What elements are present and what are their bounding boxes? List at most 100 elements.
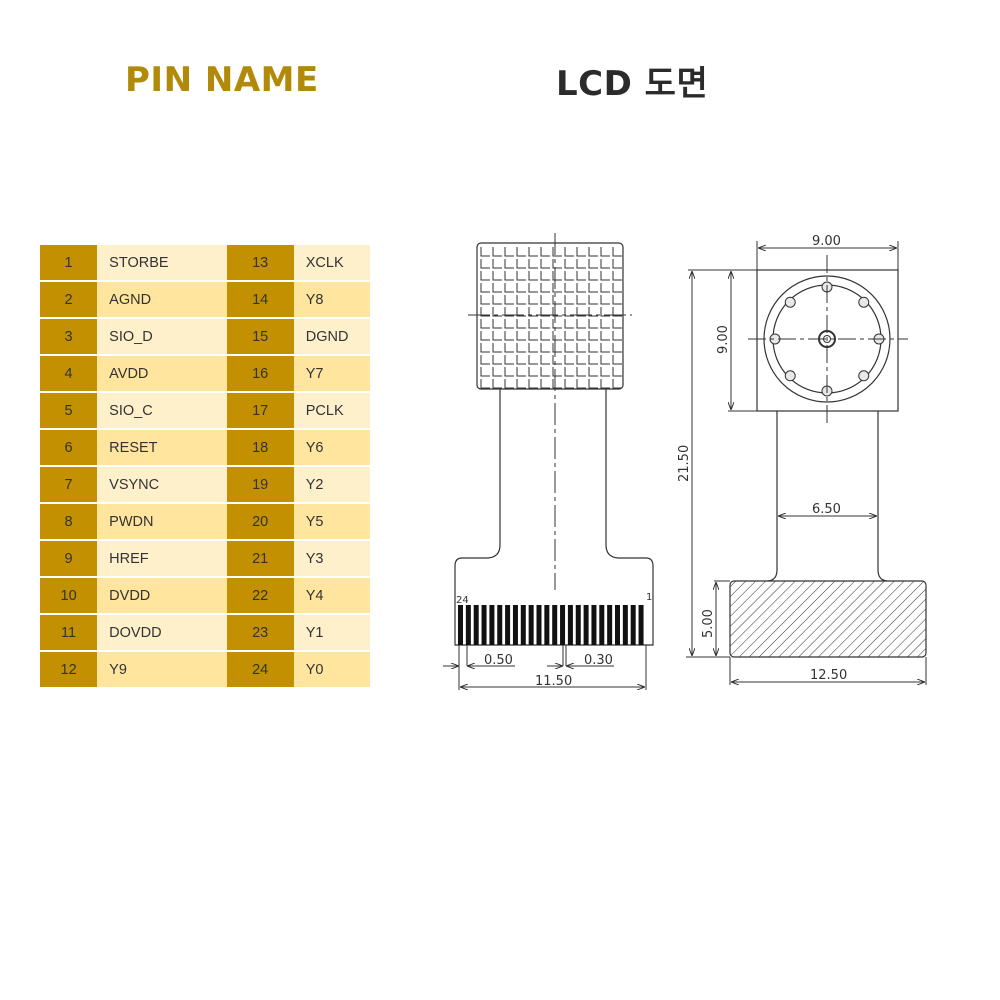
sensor-cell [564, 307, 574, 317]
sensor-cell [528, 355, 538, 365]
sensor-cell [480, 379, 490, 389]
side-view: 9.00 9.00 21.50 6.50 5.00 12.50 [677, 234, 927, 685]
connector-pin [489, 605, 495, 645]
sensor-cell [612, 283, 622, 293]
sensor-cell [504, 283, 514, 293]
connector-pin [599, 605, 605, 645]
pin-name: SIO_C [97, 393, 227, 430]
pin-name: Y3 [293, 541, 370, 578]
sensor-cell [528, 331, 538, 341]
sensor-cell [504, 271, 514, 281]
sensor-cell [492, 283, 502, 293]
connector-pin [615, 605, 620, 645]
sensor-cell [600, 355, 610, 365]
sensor-cell [480, 259, 490, 269]
pin-number: 12 [40, 652, 98, 689]
pin-name: SIO_D [97, 319, 227, 356]
sensor-cell [492, 259, 502, 269]
sensor-cell [540, 319, 550, 329]
pin-name: DGND [293, 319, 370, 356]
dim-total-height: 21.50 [677, 445, 692, 482]
sensor-cell [516, 259, 526, 269]
sensor-cell [588, 259, 598, 269]
sensor-cell [516, 271, 526, 281]
pin-label-24: 24 [456, 595, 469, 606]
pin-number: 5 [40, 393, 98, 430]
pin-name: DOVDD [97, 615, 227, 652]
sensor-cell [504, 379, 514, 389]
sensor-cell [612, 307, 622, 317]
sensor-cell [504, 247, 514, 257]
dim-base-height: 5.00 [701, 609, 716, 638]
sensor-cell [540, 343, 550, 353]
sensor-cell [600, 259, 610, 269]
sensor-cell [492, 343, 502, 353]
sensor-cell [504, 295, 514, 305]
sensor-cell [480, 343, 490, 353]
lens-tab [858, 370, 870, 382]
sensor-cell [588, 307, 598, 317]
sensor-cell [504, 307, 514, 317]
connector-pin [638, 605, 644, 645]
sensor-cell [576, 355, 586, 365]
side-flex-outline [767, 411, 888, 582]
dim-pin-width: 0.30 [584, 653, 613, 668]
connector-pin [591, 605, 597, 645]
sensor-cell [540, 283, 550, 293]
sensor-cell [540, 247, 550, 257]
sensor-cell [504, 319, 514, 329]
sensor-cell [516, 379, 526, 389]
pin-name: STORBE [97, 245, 227, 282]
sensor-cell [552, 283, 562, 293]
dim-connector-width: 11.50 [535, 674, 572, 689]
sensor-cell [492, 319, 502, 329]
sensor-cell [576, 271, 586, 281]
sensor-cell [564, 259, 574, 269]
sensor-cell [588, 271, 598, 281]
sensor-cell [588, 247, 598, 257]
sensor-cell [552, 247, 562, 257]
sensor-cell [600, 379, 610, 389]
pin-name: Y7 [293, 356, 370, 393]
lens-tab [784, 370, 796, 382]
pin-name: PCLK [293, 393, 370, 430]
pin-name-title: PIN NAME [125, 60, 319, 100]
sensor-cell [540, 367, 550, 377]
connector-pin [583, 605, 589, 645]
sensor-cell [528, 259, 538, 269]
sensor-cell [564, 355, 574, 365]
sensor-cell [612, 295, 622, 305]
sensor-cell [588, 319, 598, 329]
sensor-cell [528, 271, 538, 281]
sensor-cell [552, 319, 562, 329]
pin-name: Y4 [293, 578, 370, 615]
connector-pin [552, 605, 558, 645]
sensor-cell [600, 283, 610, 293]
pin-number: 6 [40, 430, 98, 467]
sensor-cell [516, 247, 526, 257]
sensor-cell [516, 343, 526, 353]
sensor-cell [492, 355, 502, 365]
sensor-cell [564, 283, 574, 293]
sensor-cell [576, 259, 586, 269]
dim-flex-width: 6.50 [812, 502, 841, 517]
sensor-cell [576, 247, 586, 257]
connector-pin [575, 605, 581, 645]
connector-pin [567, 605, 573, 645]
front-view: 24 1 0.50 0.30 11.50 [443, 233, 654, 690]
connector-pin [560, 605, 566, 645]
sensor-cell [516, 295, 526, 305]
pin-number: 14 [226, 282, 294, 319]
sensor-cell [588, 283, 598, 293]
pin-number: 4 [40, 356, 98, 393]
connector-pin [505, 605, 511, 645]
sensor-cell [576, 283, 586, 293]
sensor-cell [492, 331, 502, 341]
pin-number: 20 [226, 504, 294, 541]
sensor-cell [552, 379, 562, 389]
